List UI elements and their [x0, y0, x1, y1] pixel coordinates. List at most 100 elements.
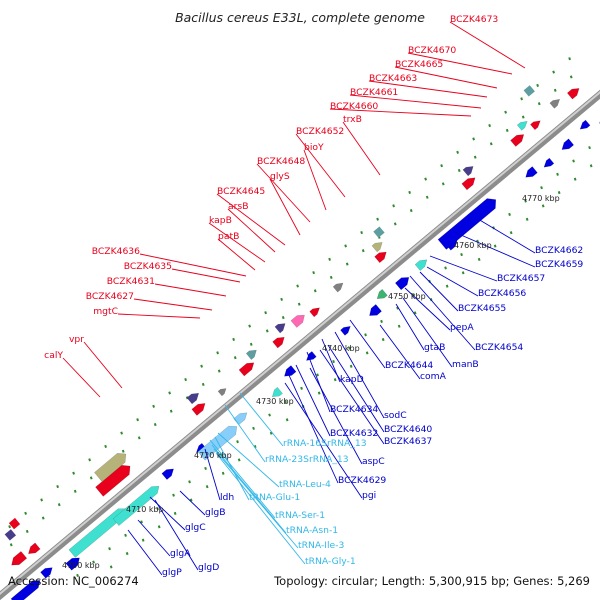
track-tick-mark	[92, 560, 95, 564]
gene-label: BCZK4644	[385, 360, 433, 371]
label-leader-line	[284, 382, 363, 499]
track-tick-mark	[505, 128, 509, 132]
track-tick-mark	[489, 142, 493, 146]
track-tick-mark	[237, 458, 241, 462]
gene-label: glgP	[162, 567, 182, 578]
kbp-tick-label: 4750 kbp	[388, 292, 426, 301]
gene-label: mgtC	[93, 306, 118, 317]
label-leader-line	[213, 448, 299, 549]
gene-feature-arrow	[186, 392, 200, 405]
track-tick-mark	[457, 168, 461, 173]
gene-feature-arrow	[462, 166, 474, 177]
gene-feature-arrow	[332, 282, 344, 293]
kbp-tick-label: 4720 kbp	[194, 451, 232, 460]
track-tick-mark	[488, 124, 491, 128]
gene-feature-arrow	[238, 362, 255, 377]
label-leader-line	[137, 519, 171, 557]
gene-label: aspC	[362, 456, 385, 467]
gene-feature-arrow	[374, 251, 387, 264]
gene-label: kapD	[340, 374, 364, 385]
track-tick-mark	[520, 97, 523, 101]
track-tick-mark	[253, 445, 257, 449]
track-tick-mark	[188, 480, 191, 484]
gene-feature-arrow	[394, 277, 410, 291]
gene-label: BCZK4660	[330, 101, 378, 112]
gene-features	[4, 85, 600, 600]
track-tick-mark	[124, 533, 127, 537]
gene-feature-arrow	[274, 323, 286, 334]
track-tick-mark	[425, 195, 429, 199]
label-leader-line	[217, 432, 280, 488]
gene-label: tRNA-Asn-1	[286, 525, 338, 536]
genome-backbone	[0, 89, 600, 600]
gene-label: BCZK4659	[535, 259, 583, 270]
label-leader-line	[419, 271, 459, 312]
gene-label: glgC	[185, 522, 206, 533]
track-tick-mark	[473, 155, 477, 159]
label-leader-line	[209, 439, 276, 519]
track-tick-mark	[236, 440, 239, 444]
track-tick-mark	[540, 186, 543, 190]
gene-feature-arrow	[290, 314, 305, 328]
kbp-tick-label: 4740 kbp	[322, 344, 360, 353]
gene-label: tRNA-Ser-1	[275, 510, 325, 521]
label-leader-line	[215, 452, 306, 565]
track-tick-mark	[221, 471, 225, 475]
gene-feature-arrow	[11, 551, 28, 566]
gene-label: tRNA-Glu-1	[249, 492, 300, 503]
gene-feature-arrow	[233, 412, 248, 426]
track-tick-mark	[285, 418, 289, 422]
track-tick-mark	[396, 306, 399, 310]
track-tick-mark	[344, 244, 347, 248]
track-tick-mark	[8, 525, 11, 529]
gene-feature-arrow	[191, 403, 206, 416]
gene-label: bioY	[304, 142, 324, 153]
gene-feature-arrow	[530, 120, 541, 131]
gene-label: rRNA-23SrRNA_13	[265, 454, 349, 465]
track-tick-mark	[317, 391, 321, 395]
label-leader-line	[368, 80, 488, 98]
track-tick-mark	[360, 230, 363, 235]
gene-feature-arrow	[461, 177, 476, 191]
track-tick-mark	[57, 503, 61, 507]
gene-label: BCZK4652	[296, 126, 344, 137]
track-tick-mark	[296, 284, 299, 288]
label-leader-line	[211, 444, 287, 534]
gene-label: gtaB	[424, 342, 445, 353]
track-tick-mark	[189, 498, 193, 502]
gene-label: BCZK4634	[330, 404, 378, 415]
label-leader-line	[117, 313, 201, 319]
gene-feature-arrow	[95, 465, 131, 497]
track-tick-mark	[125, 551, 129, 556]
genome-summary-text: Topology: circular; Length: 5,300,915 bp…	[273, 574, 590, 588]
gene-feature-arrow	[309, 307, 320, 318]
kbp-tick-label: 4770 kbp	[522, 194, 560, 203]
gene-label: BCZK4665	[395, 59, 443, 70]
track-tick-mark	[109, 565, 113, 569]
gene-feature-block	[373, 226, 385, 238]
track-tick-mark	[424, 177, 427, 181]
track-tick-mark	[524, 199, 527, 203]
track-tick-mark	[312, 271, 315, 275]
track-tick-mark	[536, 83, 539, 88]
label-leader-line	[394, 66, 498, 89]
track-tick-mark	[445, 284, 449, 288]
track-tick-mark	[472, 137, 475, 141]
gene-label: BCZK4655	[458, 303, 506, 314]
label-leader-line	[477, 218, 536, 254]
track-tick-mark	[525, 217, 529, 221]
gene-feature-arrow	[414, 259, 428, 271]
track-tick-mark	[348, 346, 351, 350]
gene-feature-arrow	[549, 98, 561, 109]
track-tick-mark	[141, 538, 145, 542]
track-tick-mark	[281, 316, 285, 320]
label-leader-line	[154, 283, 227, 297]
gene-feature-arrow	[561, 138, 575, 150]
track-tick-mark	[508, 212, 511, 217]
track-tick-mark	[365, 351, 369, 355]
track-tick-mark	[408, 190, 411, 194]
track-tick-mark	[73, 489, 77, 493]
track-tick-mark	[588, 146, 591, 150]
track-tick-mark	[477, 257, 481, 261]
track-tick-mark	[345, 262, 349, 266]
